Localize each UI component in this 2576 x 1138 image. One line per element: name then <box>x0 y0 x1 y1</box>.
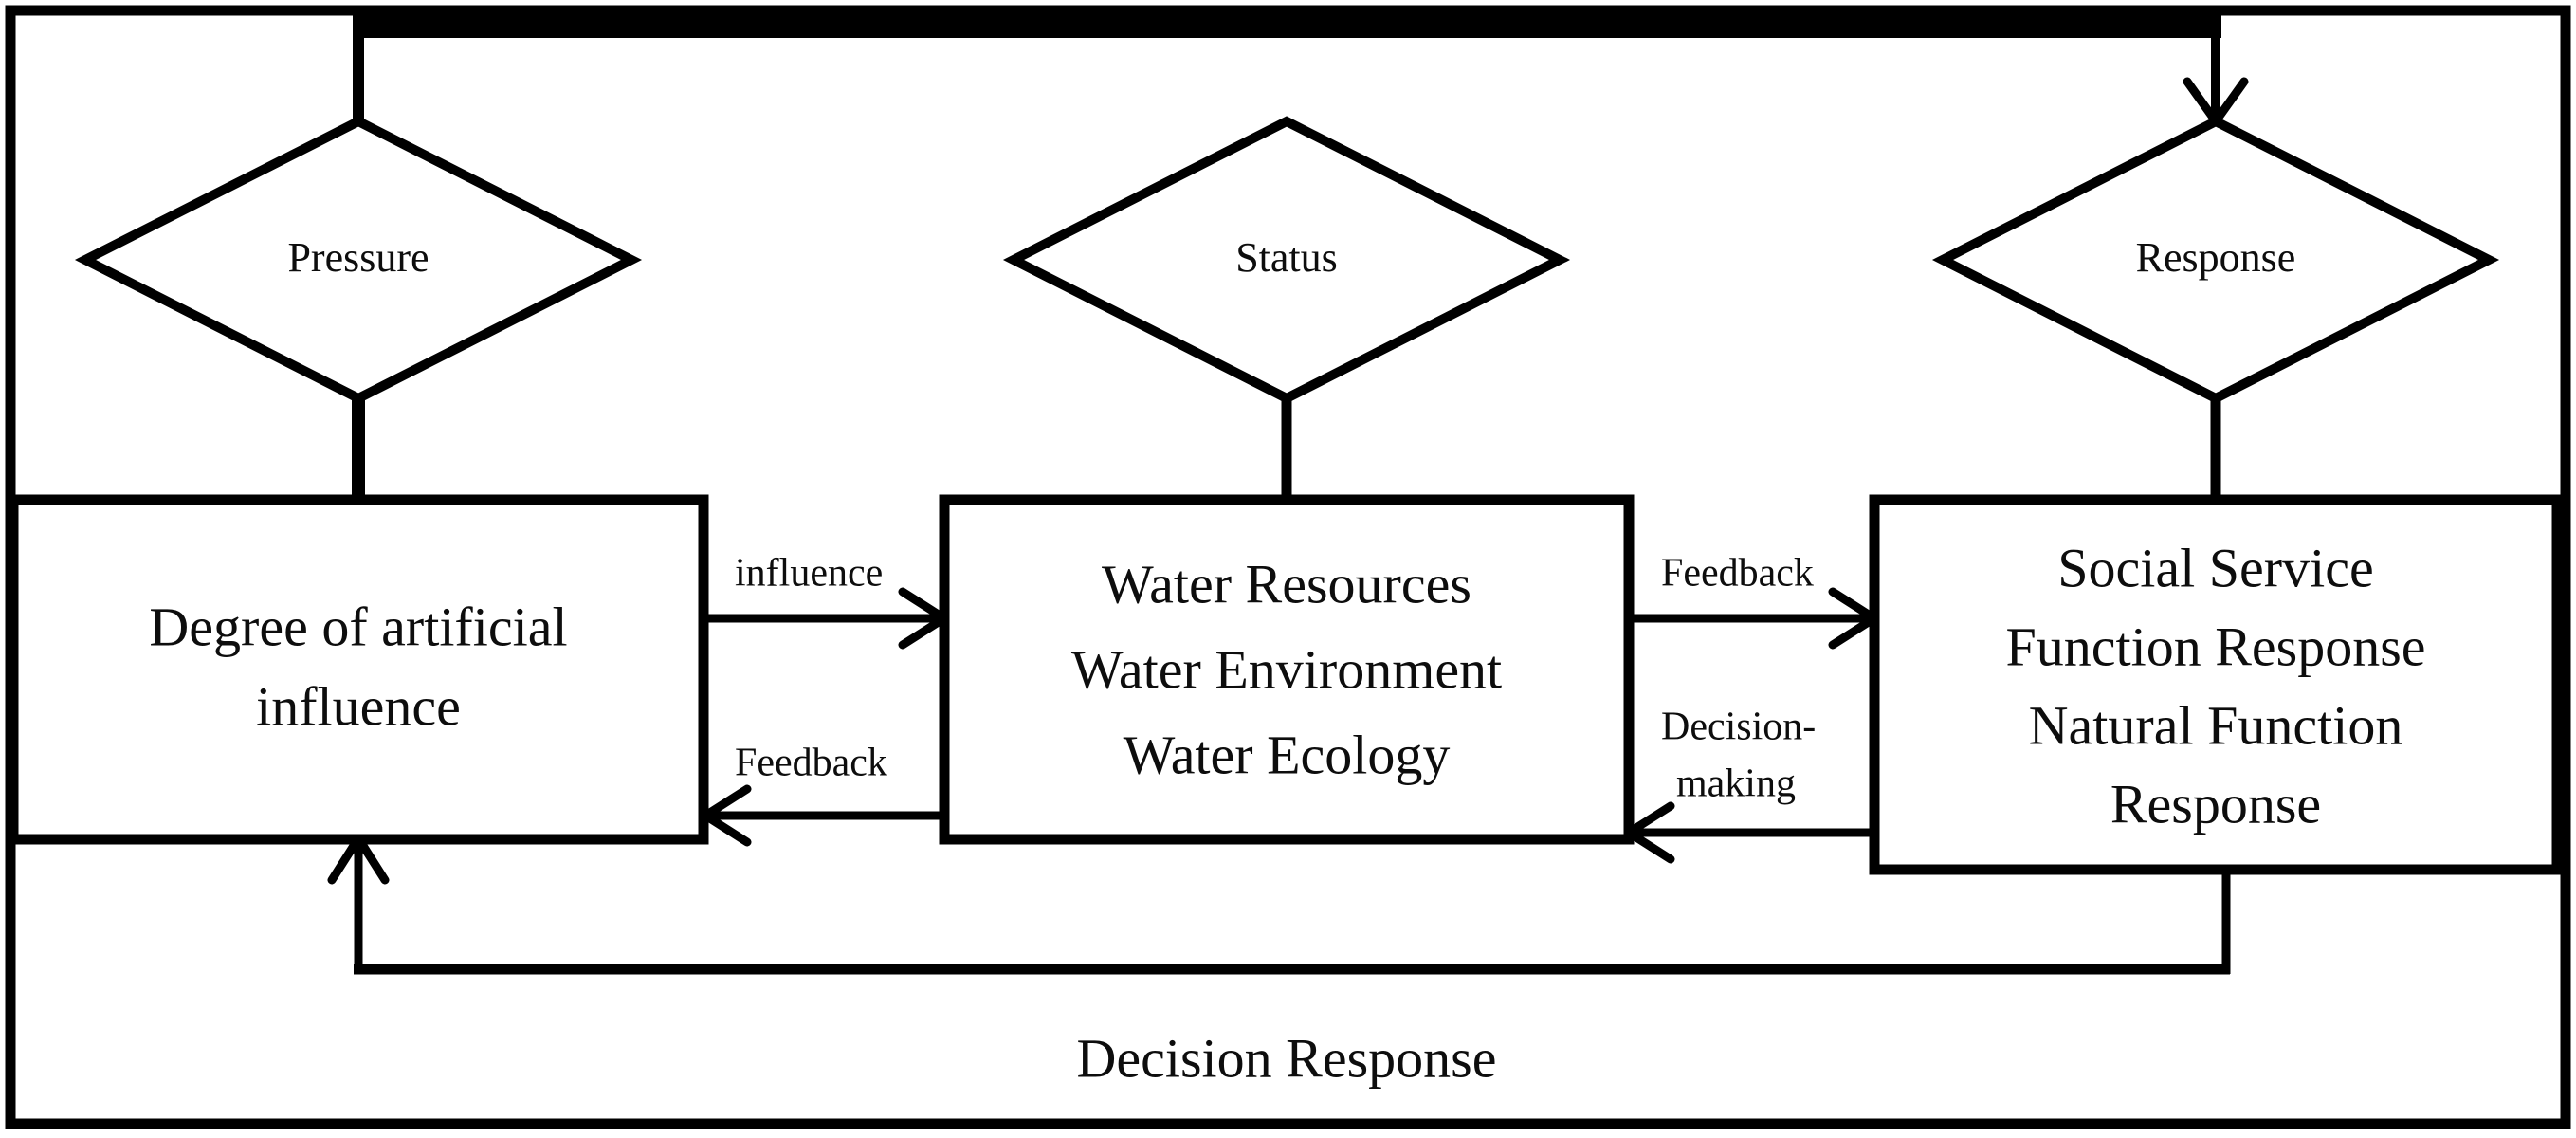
diamond-pressure-label: Pressure <box>287 234 429 281</box>
bottom-caption-decision-response: Decision Response <box>1077 1027 1497 1089</box>
arrow-feedback-right-head-icon <box>1828 587 1879 650</box>
box-left-line-2: influence <box>256 675 461 737</box>
edge-label-feedback-right: Feedback <box>1661 552 1814 596</box>
diamond-status-label: Status <box>1235 234 1338 281</box>
edge-label-feedback-left: Feedback <box>735 742 887 785</box>
box-left-line-1: Degree of artificial <box>149 596 567 657</box>
box-right-line-3: Natural Function <box>2029 694 2403 756</box>
box-center-line-1: Water Resources <box>1102 553 1471 615</box>
edge-label-influence: influence <box>735 552 883 596</box>
box-right-line-1: Social Service <box>2057 537 2373 598</box>
diamond-response-label: Response <box>2136 234 2296 281</box>
edge-label-decision-making-line-2: making <box>1676 762 1796 806</box>
edge-label-decision-making-line-1: Decision- <box>1661 706 1816 749</box>
box-right-line-4: Response <box>2110 773 2321 835</box>
box-center-water-system <box>939 494 1635 845</box>
arrow-influence-head-icon <box>898 587 949 650</box>
arrow-feedback-left-head-icon <box>701 784 752 847</box>
box-center-line-3: Water Ecology <box>1124 724 1451 785</box>
box-right-function-response <box>1869 494 2563 875</box>
bottom-loop-arrow-head-icon <box>327 834 390 885</box>
box-right-line-2: Function Response <box>2005 615 2425 677</box>
box-left-degree-of-artificial-influence <box>8 494 709 845</box>
arrow-decision-making-head-icon <box>1624 801 1675 864</box>
box-center-line-2: Water Environment <box>1071 638 1502 700</box>
